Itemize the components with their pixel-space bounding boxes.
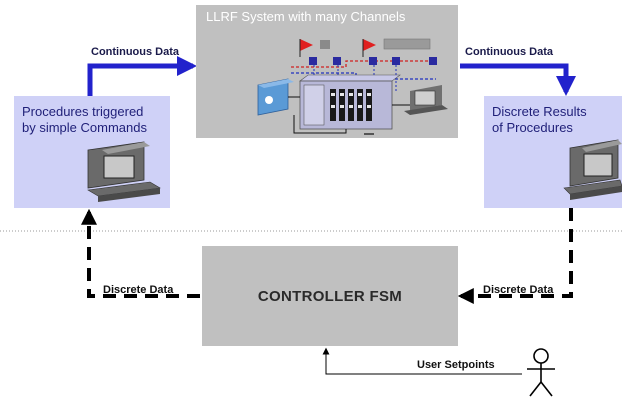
controller-fsm-title: CONTROLLER FSM <box>257 287 403 305</box>
llrf-system-box: LLRF System with many Channels <box>196 5 458 138</box>
discrete-data-arrow-left <box>81 208 200 298</box>
continuous-data-label-right: Continuous Data <box>465 46 553 58</box>
computer-icon <box>87 141 161 202</box>
user-setpoints-label: User Setpoints <box>417 359 495 371</box>
llrf-schematic <box>257 38 448 135</box>
results-box: Discrete Results of Procedures <box>484 96 622 208</box>
computer-icon <box>563 139 622 200</box>
discrete-data-arrow-right <box>457 208 573 304</box>
controller-fsm-box: CONTROLLER FSM <box>202 246 458 346</box>
continuous-data-arrow-right <box>460 63 576 96</box>
llrf-system-title: LLRF System with many Channels <box>206 9 406 24</box>
continuous-data-label-left: Continuous Data <box>91 46 179 58</box>
procedures-box: Procedures triggered by simple Commands <box>14 96 170 208</box>
results-line-1: Discrete Results <box>492 104 587 119</box>
procedures-text: Procedures triggered by simple Commands <box>22 104 147 136</box>
procedures-line-1: Procedures triggered <box>22 104 144 119</box>
continuous-data-arrow-left <box>87 56 197 96</box>
results-text: Discrete Results of Procedures <box>492 104 587 136</box>
discrete-data-label-right: Discrete Data <box>483 284 554 296</box>
procedures-line-2: by simple Commands <box>22 120 147 135</box>
discrete-data-label-left: Discrete Data <box>103 284 174 296</box>
results-line-2: of Procedures <box>492 120 573 135</box>
stick-figure-icon <box>527 348 555 397</box>
user-setpoints-arrow <box>322 347 522 375</box>
